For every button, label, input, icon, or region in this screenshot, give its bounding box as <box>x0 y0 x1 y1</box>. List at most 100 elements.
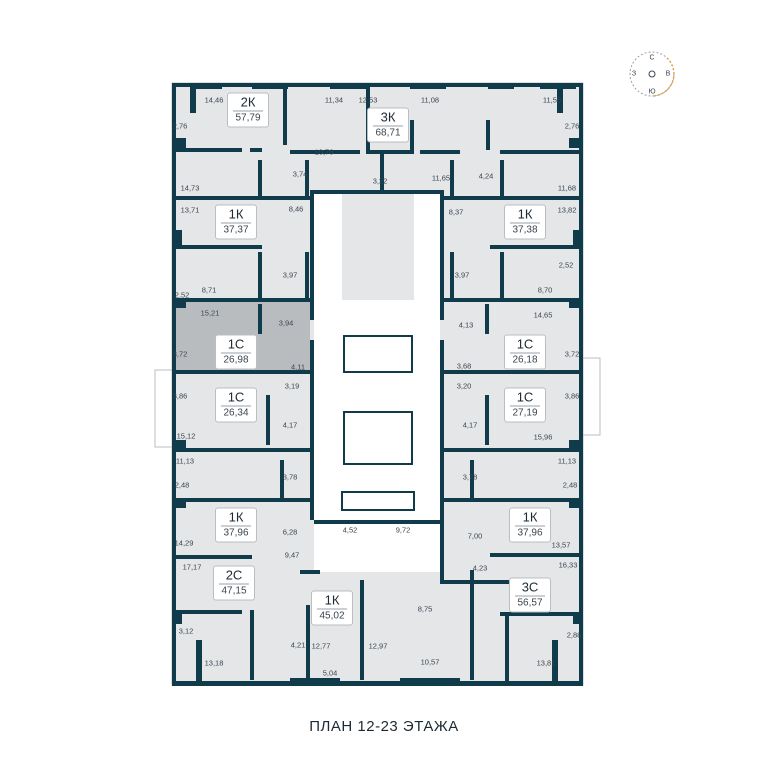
wall <box>258 252 262 298</box>
room-area-label: 12,53 <box>358 95 378 105</box>
wall <box>280 460 284 500</box>
wall <box>290 678 340 686</box>
room-area-label: 9,47 <box>284 550 300 560</box>
room-area-label: 11,68 <box>557 183 577 193</box>
wall <box>300 570 320 574</box>
apartment-type: 1К <box>317 593 347 610</box>
room-area-label: 4,13 <box>458 320 474 330</box>
room-area-label: 12,97 <box>368 641 388 651</box>
room-area-label: 4,23 <box>472 563 488 573</box>
apartment-type: 1К <box>510 207 540 224</box>
room-area-label: 14,46 <box>204 95 224 105</box>
room-area-label: 15,96 <box>533 432 553 442</box>
room-area-label: 8,71 <box>201 285 217 295</box>
apartment-type: 1С <box>221 337 251 354</box>
wall <box>490 553 583 557</box>
room-area-label: 4,21 <box>290 640 306 650</box>
wall <box>172 83 176 685</box>
wall <box>440 580 520 584</box>
room-area-label: 13,18 <box>204 658 224 668</box>
wall <box>172 83 583 87</box>
wall <box>410 120 414 150</box>
wall <box>172 138 186 148</box>
wall <box>505 612 509 682</box>
wall <box>172 245 262 249</box>
wall <box>400 678 460 686</box>
apartment-area: 37,38 <box>512 224 538 236</box>
room-area-label: 7,00 <box>467 531 483 541</box>
wall <box>470 570 474 680</box>
wall <box>573 612 583 624</box>
apartment-area: 37,96 <box>223 527 249 539</box>
room-area-label: 3,12 <box>178 626 194 636</box>
compass-north: С <box>649 54 655 62</box>
apartment-type: 1К <box>515 510 545 527</box>
apartment-area: 68,71 <box>375 127 401 139</box>
room-area-label: 3,22 <box>372 176 388 186</box>
room-area-label: 3,86 <box>564 391 580 401</box>
room-area-label: 3,68 <box>456 361 472 371</box>
room-area-label: 8,70 <box>537 285 553 295</box>
room-area-label: 8,37 <box>448 207 464 217</box>
wall <box>440 498 583 502</box>
wall <box>488 83 514 89</box>
room-area-label: 3,94 <box>278 318 294 328</box>
room-area-label: 2,48 <box>174 480 190 490</box>
wall <box>172 298 186 308</box>
room-area-label: 4,17 <box>462 420 478 430</box>
wall <box>172 148 242 152</box>
wall <box>557 83 563 113</box>
room-area-label: 15,12 <box>176 431 196 441</box>
wall <box>258 304 262 334</box>
wall <box>250 610 254 680</box>
wall <box>172 370 314 374</box>
room-area-label: 2,88 <box>566 630 582 640</box>
wall <box>190 83 196 113</box>
room-area-label: 2,52 <box>174 290 190 300</box>
apartment-type: 1С <box>221 390 251 407</box>
room-area-label: 3,86 <box>172 391 188 401</box>
room-area-label: 17,17 <box>182 562 202 572</box>
wall <box>552 640 558 685</box>
wall <box>366 150 414 154</box>
wall <box>450 160 454 196</box>
apartment-type: 3К <box>373 110 403 127</box>
wall <box>410 83 446 89</box>
room-area-label: 16,33 <box>558 560 578 570</box>
room-area-label: 3,72 <box>564 349 580 359</box>
room-area-label: 13,82 <box>557 205 577 215</box>
wall <box>172 498 186 508</box>
room-area-label: 11,34 <box>324 95 344 105</box>
room-area-label: 11,55 <box>542 95 562 105</box>
room-area-label: 14,65 <box>533 310 553 320</box>
room-area-label: 8,46 <box>288 204 304 214</box>
room-area-label: 12,77 <box>311 641 331 651</box>
apartment-area: 26,98 <box>223 354 249 366</box>
apartment-area: 26,34 <box>223 407 249 419</box>
room-area-label: 11,08 <box>420 95 440 105</box>
wall <box>172 681 583 686</box>
wall <box>306 605 310 680</box>
room-area-label: 3,97 <box>282 270 298 280</box>
apartment-area: 27,19 <box>512 407 538 419</box>
wall <box>172 196 314 200</box>
wall <box>500 160 504 196</box>
apartment-type: 2К <box>233 95 263 112</box>
shafts <box>341 491 415 511</box>
wall <box>569 138 583 148</box>
apartment-type: 1С <box>510 337 540 354</box>
wall <box>252 83 288 89</box>
